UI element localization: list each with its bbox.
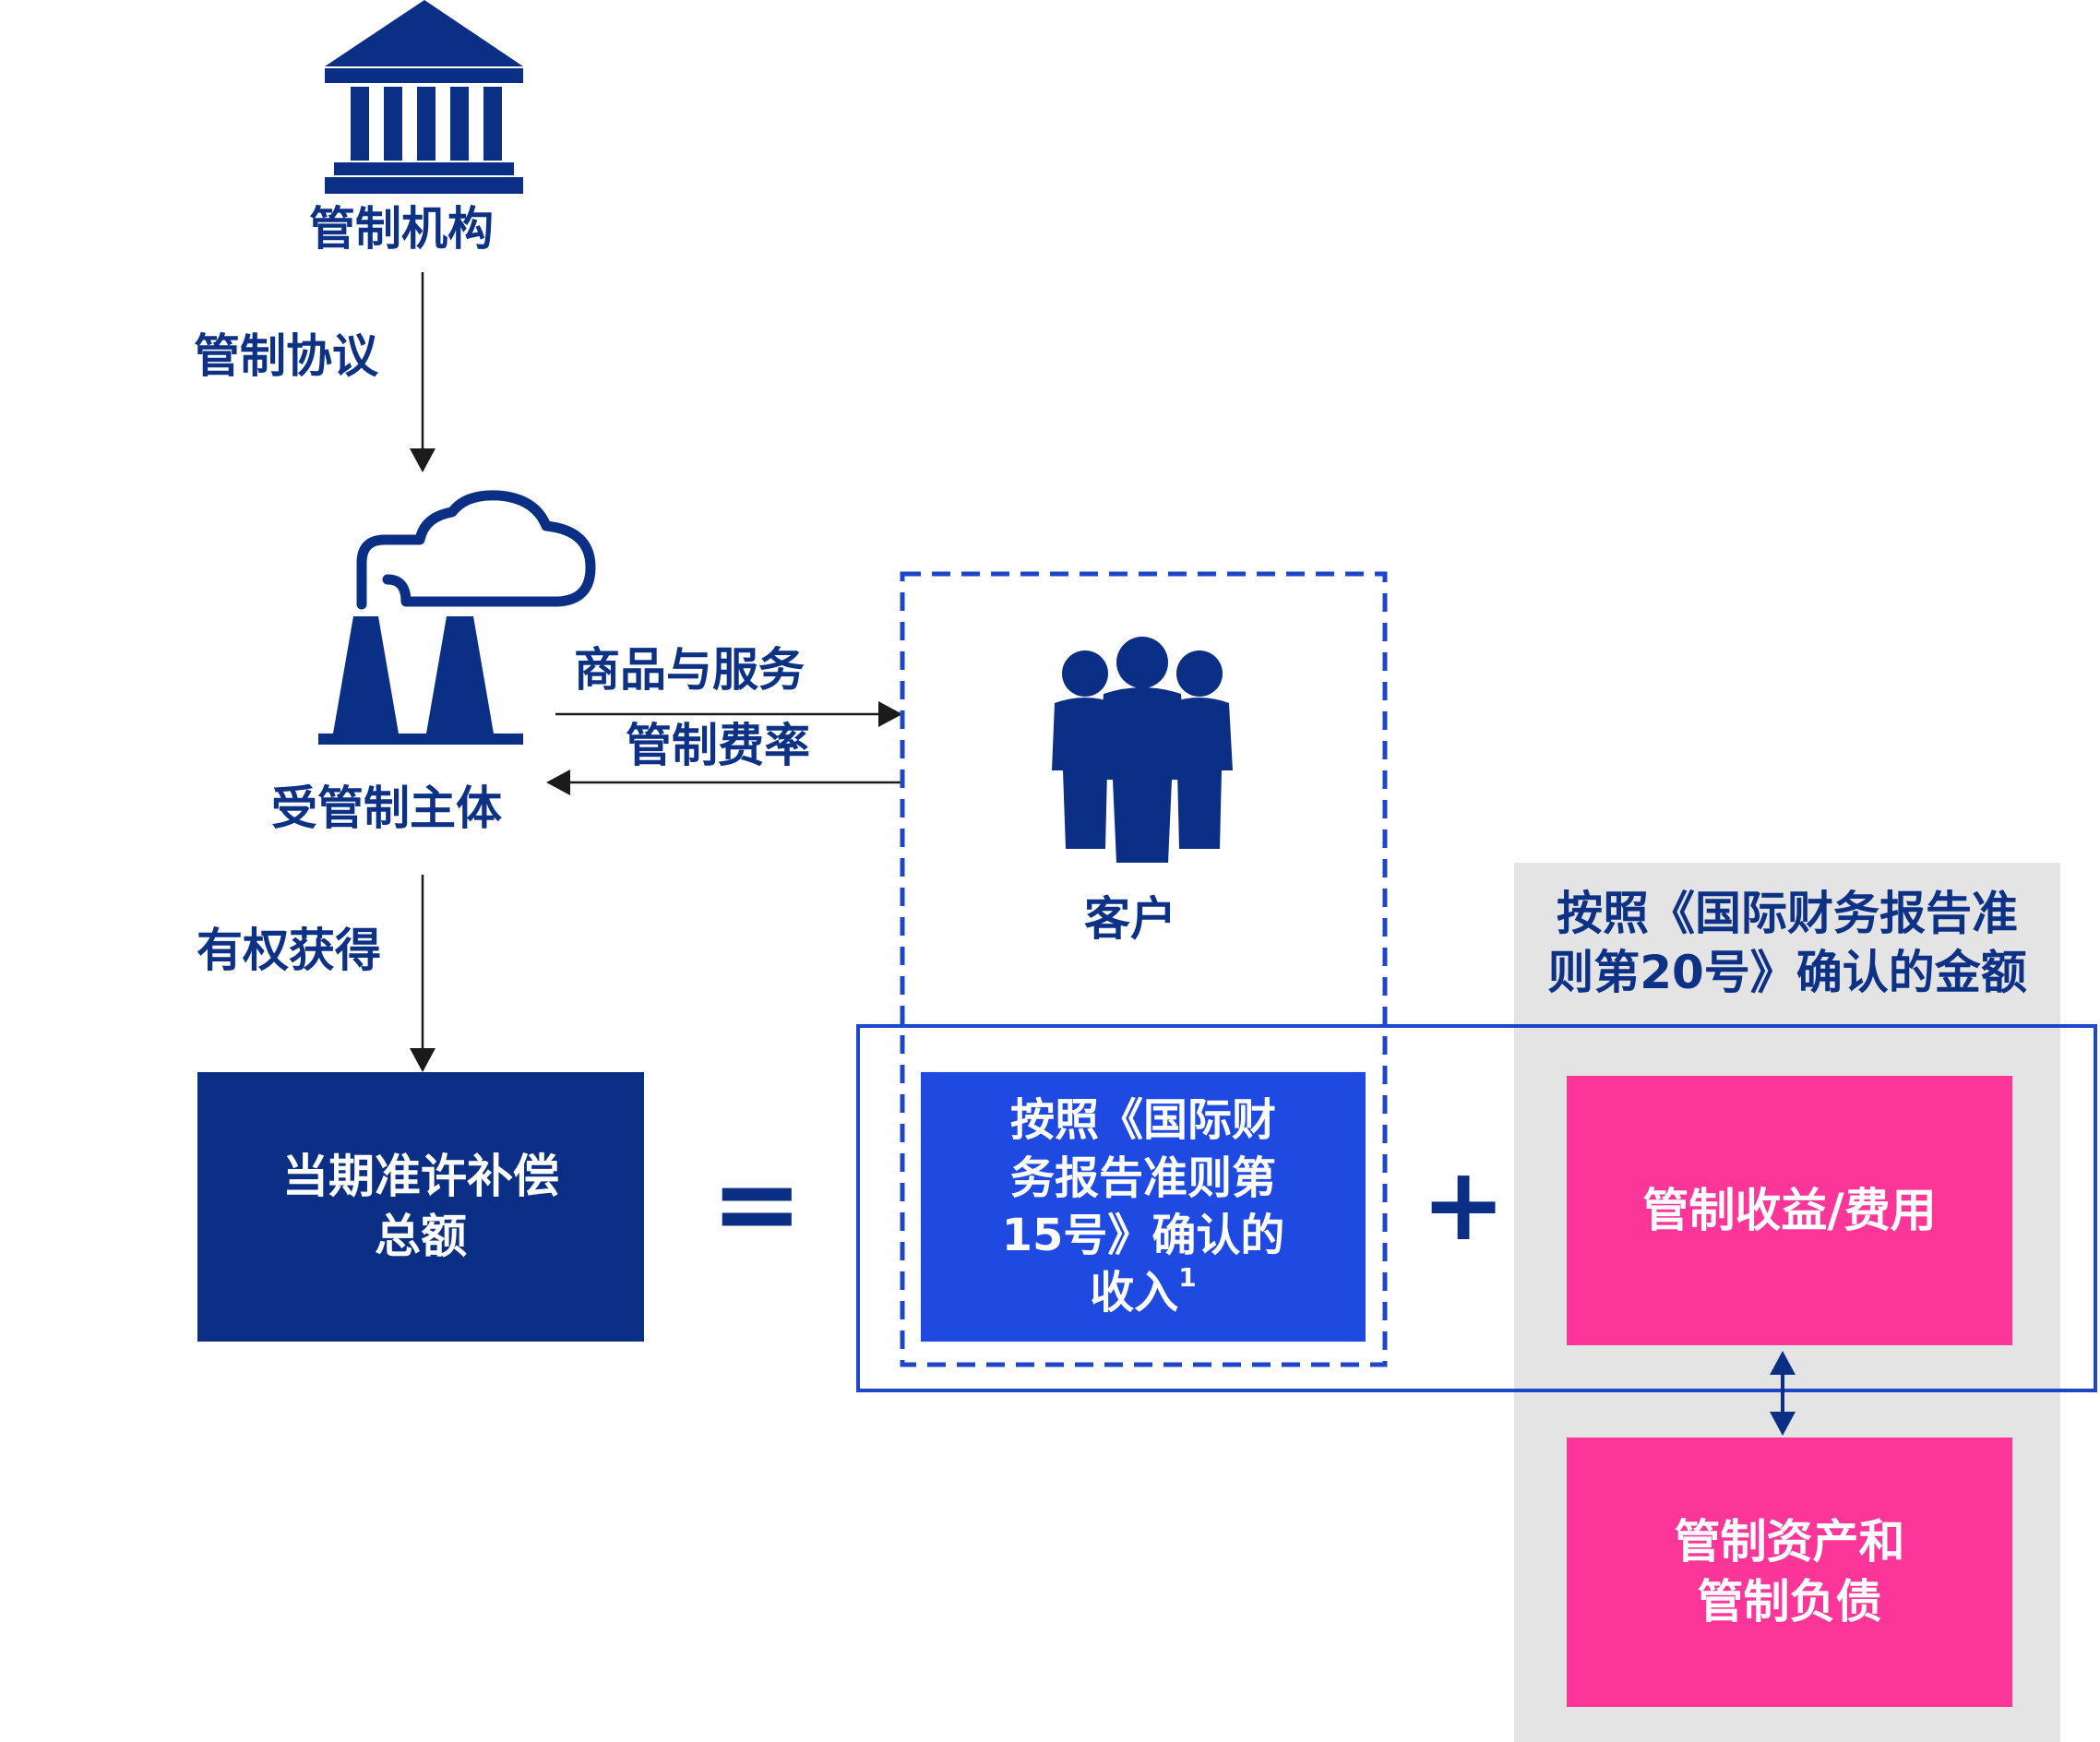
- ifrs15-line-4-text: 收入: [1090, 1267, 1179, 1319]
- customer-dashed-box: [900, 571, 1388, 1367]
- ifrs15-footnote: 1: [1178, 1262, 1197, 1294]
- regulated-rate-label: 管制费率: [626, 719, 810, 772]
- goods-services-label: 商品与服务: [574, 643, 805, 697]
- total-compensation-box: 当期准许补偿 总额: [197, 1072, 644, 1342]
- regulatory-assets-liabilities-box: 管制资产和 管制负债: [1567, 1438, 2012, 1707]
- entitled-label: 有权获得: [197, 924, 381, 977]
- ifrs15-line-3: 15号》确认的: [1001, 1210, 1285, 1261]
- regulator-label: 管制机构: [309, 202, 494, 256]
- total-compensation-line-1: 当期准许补偿: [282, 1150, 559, 1203]
- government-building-icon: [325, 0, 523, 194]
- ifrs20-header-line-1: 按照《国际财务报告准: [1557, 887, 2018, 940]
- regulatory-income-label: 管制收益/费用: [1642, 1183, 1937, 1237]
- regulated-entity-label: 受管制主体: [271, 782, 502, 835]
- plus-sign: +: [1421, 1145, 1507, 1263]
- regulatory-assets-line-1: 管制资产和: [1674, 1515, 1905, 1569]
- ifrs15-line-4: 收入1: [1090, 1262, 1197, 1321]
- equals-sign: =: [710, 1140, 804, 1269]
- regulatory-assets-line-2: 管制负债: [1697, 1575, 1882, 1629]
- ifrs20-header-line-2: 则第20号》确认的金额: [1547, 946, 2027, 999]
- regulatory-income-expense-box: 管制收益/费用: [1567, 1076, 2012, 1345]
- ifrs15-line-2: 务报告准则第: [1009, 1151, 1276, 1204]
- agreement-label: 管制协议: [194, 329, 378, 383]
- customer-group-icon: [1052, 637, 1233, 863]
- customer-label: 客户: [1084, 892, 1176, 946]
- factory-emission-icon: [318, 490, 596, 745]
- ifrs-outline-box: [856, 1024, 2097, 1392]
- ifrs20-header: 按照《国际财务报告准 则第20号》确认的金额: [1514, 884, 2060, 1002]
- total-compensation-line-2: 总额: [375, 1210, 467, 1263]
- ifrs15-revenue-box: 按照《国际财 务报告准则第 15号》确认的 收入1: [921, 1072, 1366, 1342]
- ifrs15-line-1: 按照《国际财: [1009, 1094, 1276, 1147]
